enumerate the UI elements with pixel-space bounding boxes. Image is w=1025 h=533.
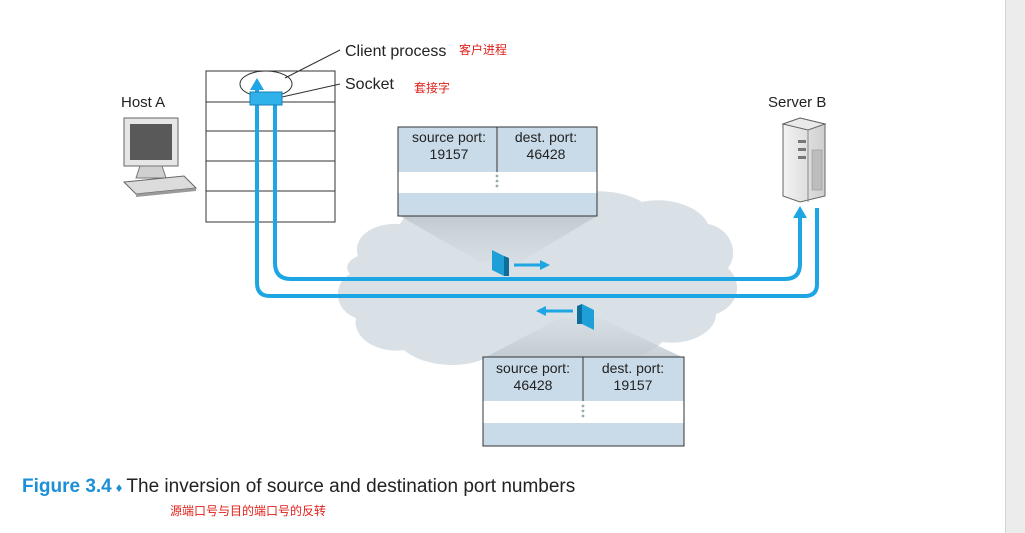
host-a-protocol-stack bbox=[205, 70, 336, 223]
incoming-dest-port-value: 19157 bbox=[614, 377, 653, 393]
incoming-dest-port-label: dest. port: bbox=[602, 360, 664, 376]
path-server-to-host bbox=[255, 88, 819, 298]
client-process-label: Client process bbox=[345, 43, 446, 60]
figure-number: Figure 3.4 bbox=[22, 476, 112, 497]
segment-icon-outgoing bbox=[492, 250, 504, 276]
outgoing-source-port-value: 19157 bbox=[430, 146, 469, 162]
packet-beam-top bbox=[400, 216, 597, 262]
arrowhead-up-server bbox=[793, 206, 807, 218]
figure-title: The inversion of source and destination … bbox=[126, 476, 576, 497]
caption-bullet: ♦ bbox=[115, 480, 123, 495]
incoming-source-port-value: 46428 bbox=[514, 377, 553, 393]
server-b-label: Server B bbox=[768, 94, 826, 111]
server-b-tower-icon bbox=[781, 117, 827, 203]
host-a-label: Host A bbox=[121, 94, 165, 111]
path-host-to-server bbox=[273, 98, 802, 281]
connection-paths bbox=[255, 88, 819, 298]
socket-pointer bbox=[281, 83, 341, 98]
host-a-computer-icon bbox=[122, 117, 198, 197]
arrowhead-up-host bbox=[250, 78, 264, 90]
client-process-cn-label: 客户进程 bbox=[459, 42, 507, 57]
socket-label: Socket bbox=[345, 76, 394, 93]
outgoing-dest-port-value: 46428 bbox=[527, 146, 566, 162]
incoming-source-port-label: source port: bbox=[496, 360, 570, 376]
segment-header-incoming: source port: 46428 dest. port: 19157 bbox=[482, 356, 685, 447]
outgoing-dest-port-label: dest. port: bbox=[515, 129, 577, 145]
figure-title-cn: 源端口号与目的端口号的反转 bbox=[170, 504, 327, 518]
segment-header-outgoing: source port: 19157 dest. port: 46428 bbox=[397, 126, 598, 217]
packet-beam-bottom bbox=[484, 318, 684, 358]
segment-icon-incoming bbox=[582, 304, 594, 330]
client-process-pointer bbox=[284, 49, 341, 79]
socket-cn-label: 套接字 bbox=[414, 80, 450, 95]
socket-box bbox=[249, 91, 283, 106]
page-edge-bar bbox=[1005, 0, 1025, 533]
outgoing-source-port-label: source port: bbox=[412, 129, 486, 145]
figure-caption: Figure 3.4♦The inversion of source and d… bbox=[22, 476, 575, 498]
